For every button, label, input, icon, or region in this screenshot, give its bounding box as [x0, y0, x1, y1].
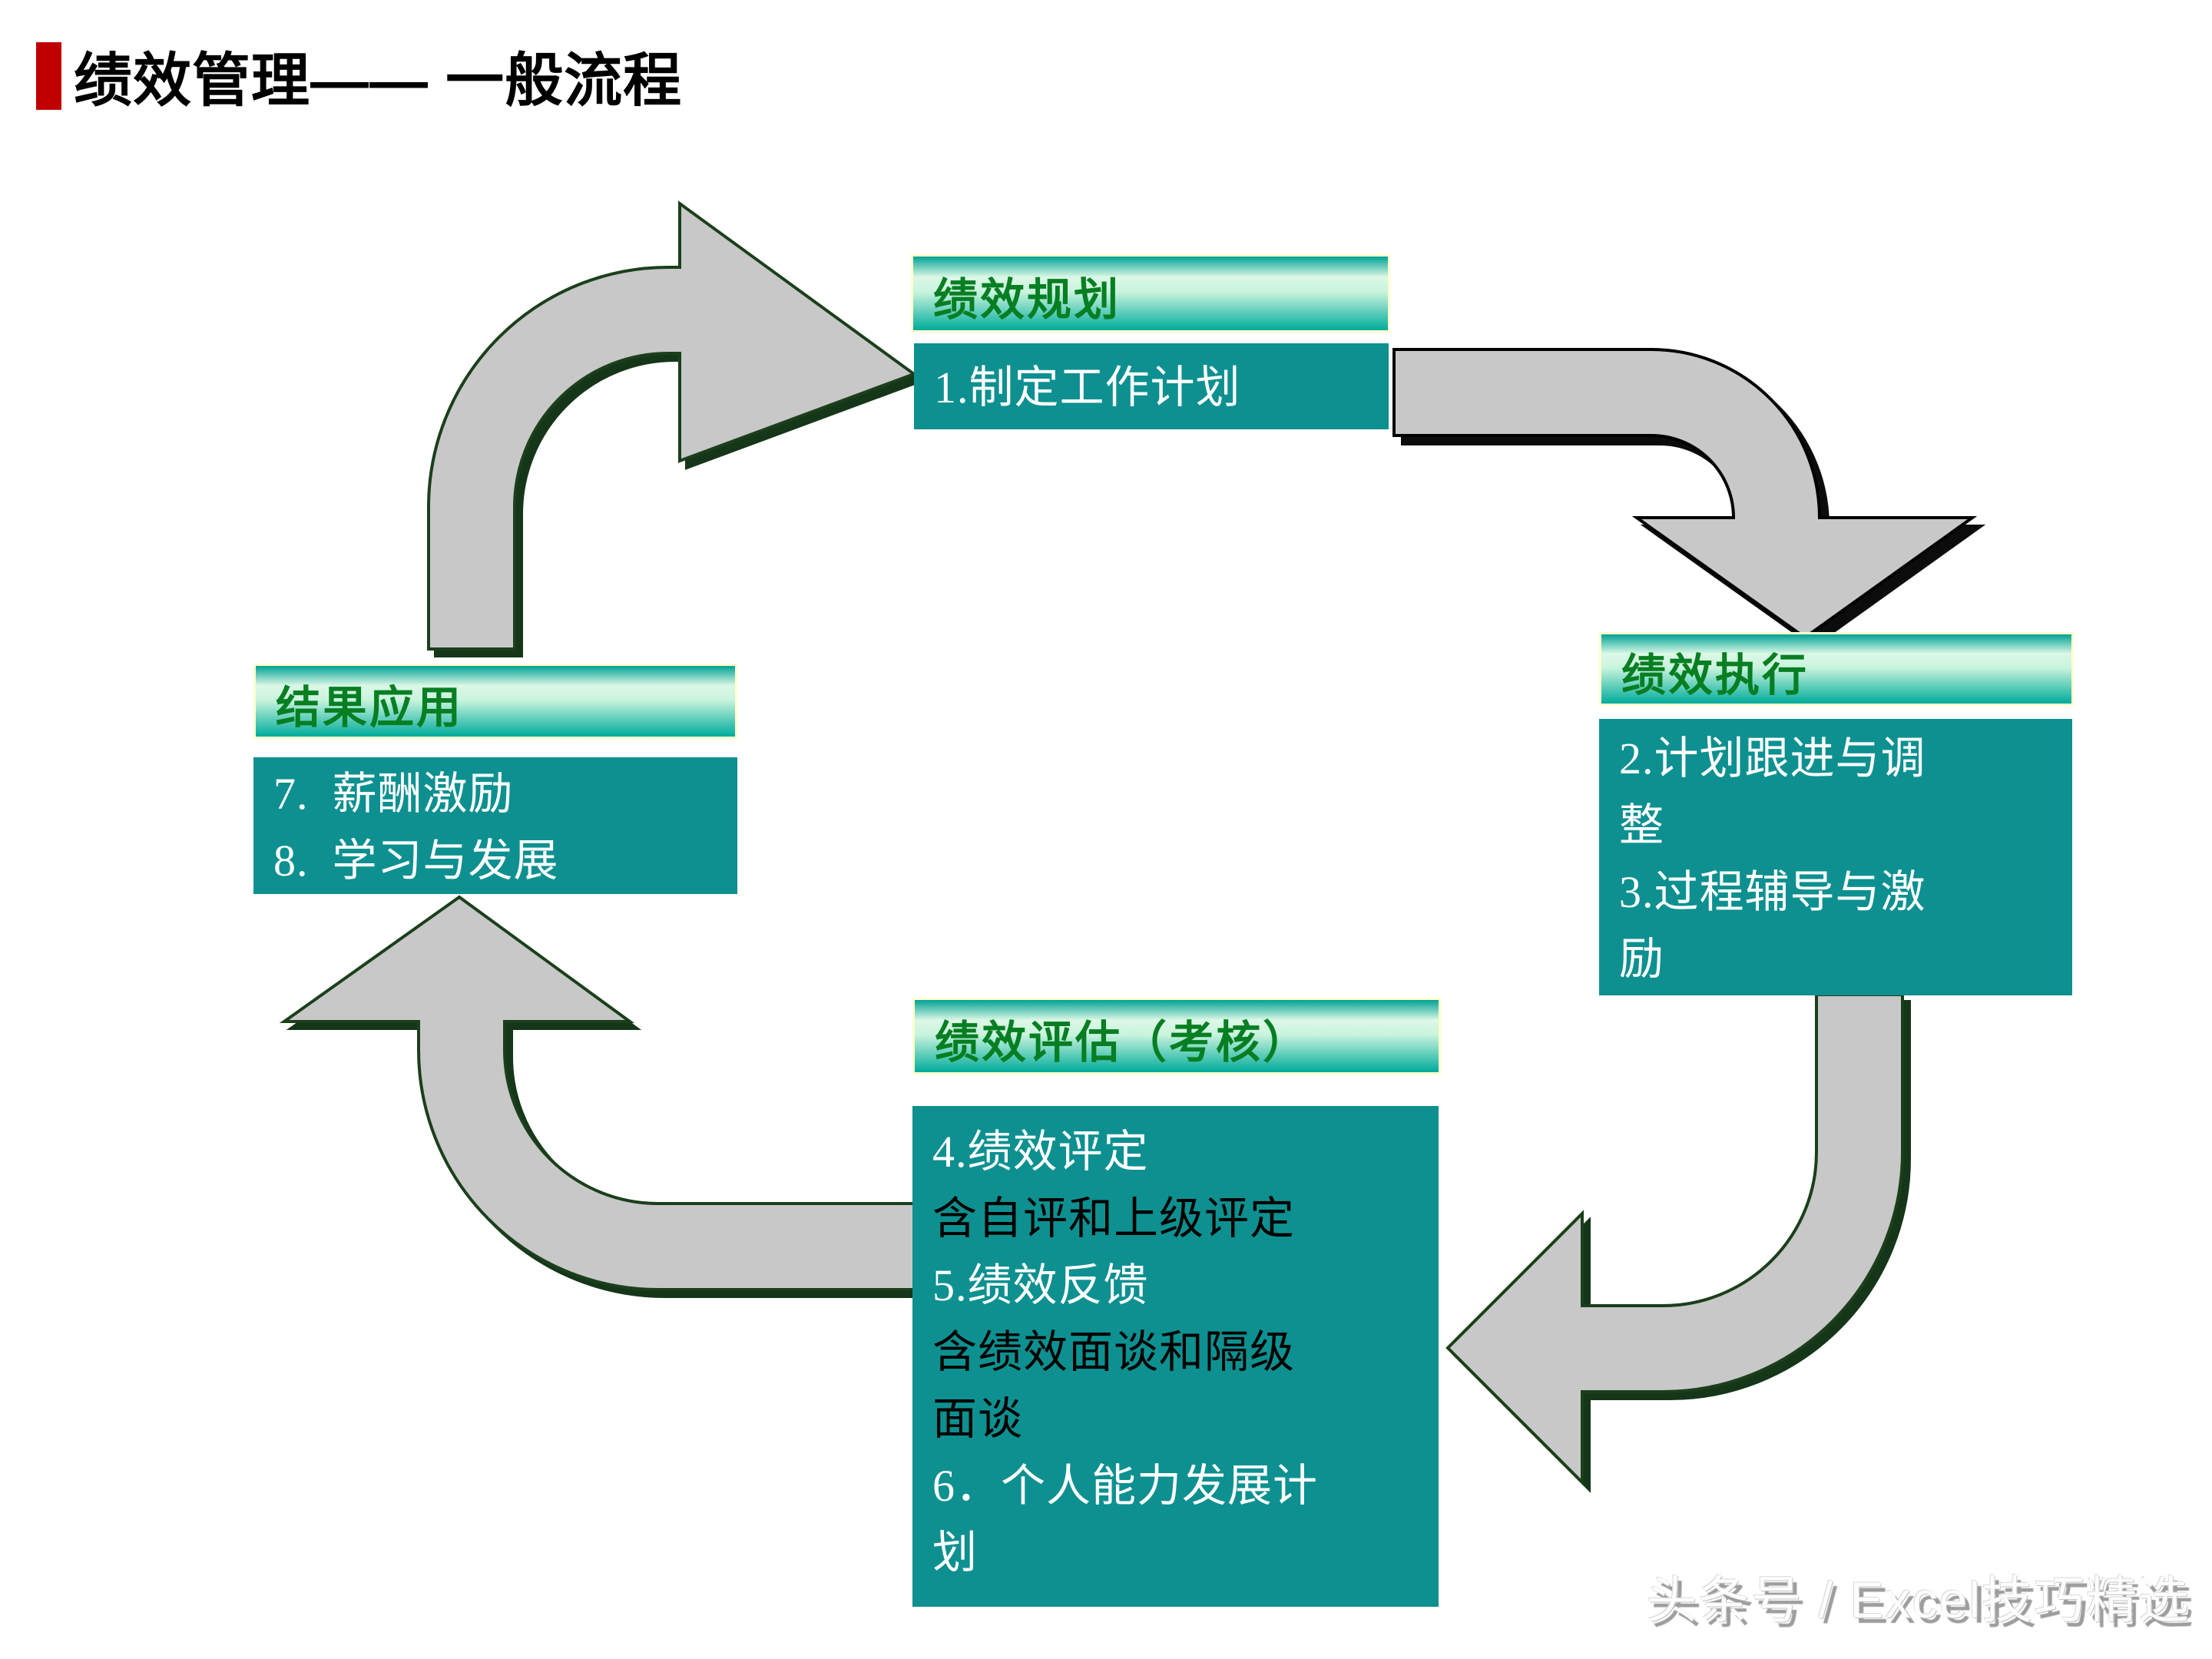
arrow-apply-to-plan-icon	[427, 200, 918, 651]
evaluate-box-body: 4.绩效评定 含自评和上级评定 5.绩效反馈 含绩效面谈和隔级 面谈 6．个人能…	[912, 1106, 1439, 1607]
plan-box-body: 1.制定工作计划	[914, 343, 1389, 429]
evaluate-line-5: 6．个人能力发展计 划	[932, 1461, 1319, 1578]
arrow-plan-to-execute-icon	[1392, 348, 1978, 640]
page-title: 绩效管理—— 一般流程	[74, 48, 683, 114]
execute-line-2: 3.过程辅导与激 励	[1619, 867, 1926, 984]
watermark: 头条号 / Excel技巧精选	[1646, 1571, 2190, 1628]
execute-box-header: 绩效执行	[1599, 632, 2074, 706]
execute-line-1: 2.计划跟进与调 整	[1619, 733, 1926, 850]
apply-line-2: 8. 学习与发展	[273, 836, 559, 886]
evaluate-line-1: 4.绩效评定	[932, 1127, 1149, 1177]
apply-box-body: 7. 薪酬激励 8. 学习与发展	[253, 757, 737, 894]
arrow-execute-to-evaluate-icon	[1445, 993, 1904, 1486]
execute-box-body: 2.计划跟进与调 整 3.过程辅导与激 励	[1599, 719, 2072, 995]
evaluate-line-4: 含绩效面谈和隔级 面谈	[932, 1327, 1296, 1444]
apply-box-header: 结果应用	[253, 664, 737, 739]
arrow-evaluate-to-apply-icon	[279, 895, 916, 1291]
evaluate-line-3: 5.绩效反馈	[932, 1260, 1149, 1310]
evaluate-box-header: 绩效评估（考核）	[912, 998, 1441, 1075]
evaluate-line-2: 含自评和上级评定	[932, 1194, 1296, 1243]
plan-box-header: 绩效规划	[911, 254, 1390, 333]
apply-line-1: 7. 薪酬激励	[273, 769, 514, 819]
title-accent-bar	[36, 42, 61, 110]
plan-line-1: 1.制定工作计划	[934, 363, 1241, 412]
